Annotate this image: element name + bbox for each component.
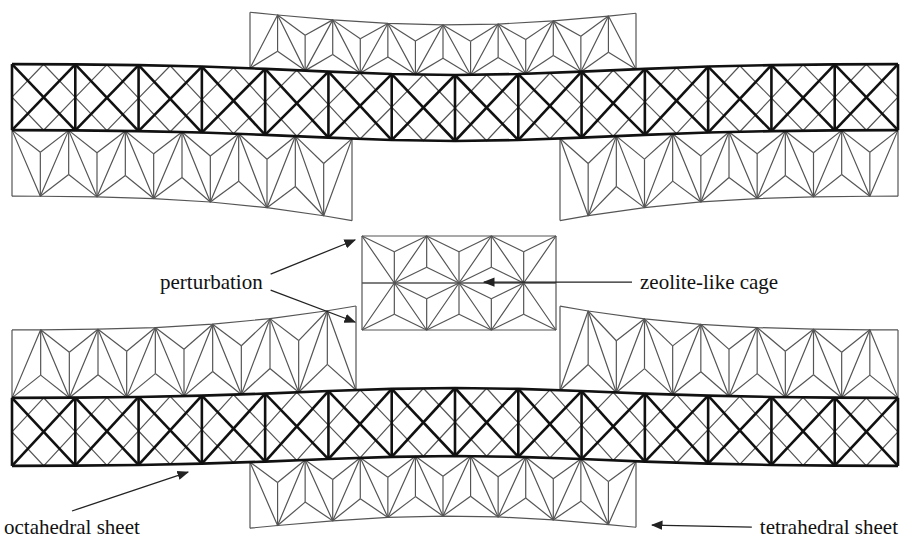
octahedral-label: octahedral sheet: [2, 515, 142, 539]
leader-arrow: [72, 472, 188, 511]
leader-arrow: [484, 281, 632, 282]
callout-label: zeolite-like cage: [638, 270, 780, 294]
leader-arrow: [271, 240, 355, 274]
octahedral-strokes: [12, 64, 898, 466]
leader-arrow: [652, 525, 752, 527]
tetrahedral-strokes: [12, 12, 898, 528]
callout-label: perturbation: [158, 270, 265, 294]
leader-arrow: [271, 290, 355, 322]
tetrahedral-label: tetrahedral sheet: [758, 515, 900, 539]
